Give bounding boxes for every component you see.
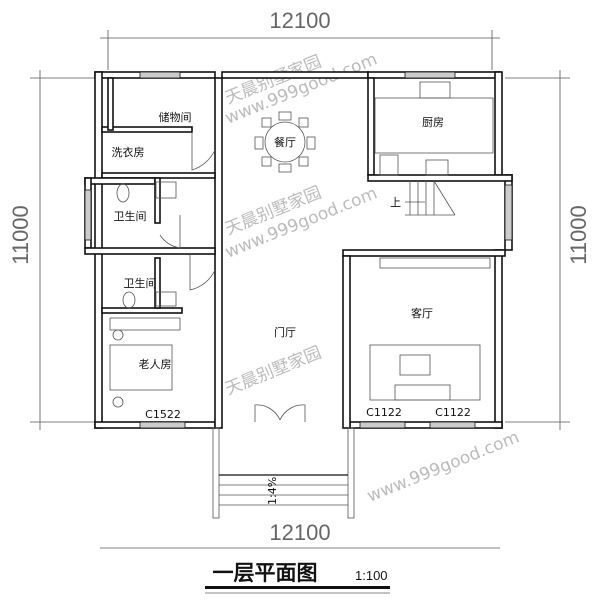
window-label-c1122-left: C1122 <box>366 406 402 419</box>
watermark-url: www.999good.com <box>364 427 522 506</box>
room-label-storage: 储物间 <box>159 110 192 124</box>
entry-porch <box>212 427 355 519</box>
room-label-laundry: 洗衣房 <box>112 145 145 159</box>
watermark-brand: 天晨别墅家园 <box>222 343 324 400</box>
windows <box>84 71 513 429</box>
walls <box>84 71 513 429</box>
room-label-foyer: 门厅 <box>274 325 296 339</box>
room-label-elderly-room: 老人房 <box>139 358 172 371</box>
plan-scale: 1:100 <box>355 568 388 583</box>
doors <box>159 132 306 422</box>
stair-up-label: 上 <box>390 196 401 209</box>
dimension-left: 11000 <box>8 205 33 265</box>
room-label-living-room: 客厅 <box>411 306 433 320</box>
dimension-lines <box>30 30 570 549</box>
furniture <box>109 81 494 408</box>
title-underline <box>205 586 390 589</box>
window-label-c1522: C1522 <box>145 408 181 421</box>
sofa-set <box>369 344 481 401</box>
room-label-kitchen: 厨房 <box>422 116 444 129</box>
dimension-bottom: 12100 <box>269 520 330 545</box>
stairs <box>405 180 456 216</box>
room-label-dining: 餐厅 <box>274 135 296 149</box>
dimension-top: 12100 <box>269 8 330 33</box>
bed <box>109 344 173 391</box>
entry-steps-label: 1:4% <box>266 477 279 505</box>
dining-table <box>264 121 306 163</box>
dimension-right: 11000 <box>566 205 591 265</box>
room-label-bathroom-2: 卫生间 <box>124 276 157 290</box>
window-label-c1122-right: C1122 <box>435 406 471 419</box>
room-label-bathroom-1: 卫生间 <box>114 209 147 223</box>
plan-title: 一层平面图 <box>213 561 318 585</box>
